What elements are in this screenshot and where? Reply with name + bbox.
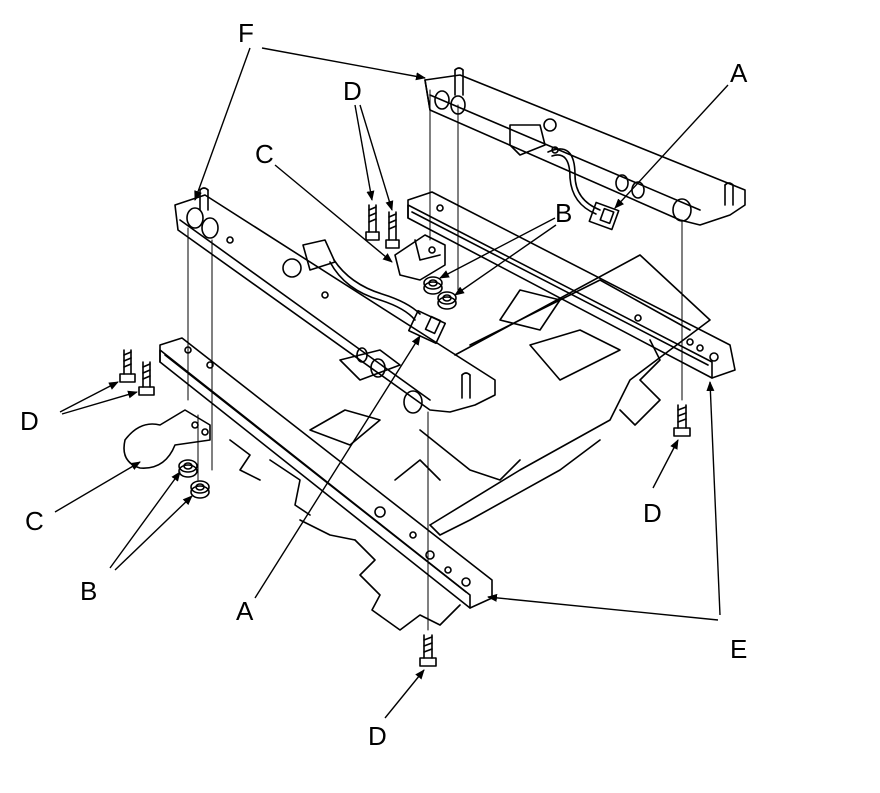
seat-frame [229, 254, 711, 631]
label-d-bottom: D [368, 721, 387, 751]
harness-lower [329, 259, 447, 345]
upper-rail-left [174, 187, 496, 414]
lower-rail-right [407, 191, 736, 379]
bolt-icon [138, 361, 155, 396]
bolt-icon [673, 404, 691, 437]
bolt-icon [385, 211, 400, 249]
upper-rail-right [424, 67, 746, 226]
label-d-right: D [643, 498, 662, 528]
bracket-c-upper [394, 234, 446, 281]
nut-icon [178, 459, 198, 478]
nuts-b [178, 276, 457, 499]
bolts-d [119, 204, 691, 667]
label-f: F [238, 18, 254, 48]
bolt-icon [419, 634, 437, 667]
label-b-left: B [80, 576, 97, 606]
callout-labels: F A D C B D C B A D E D [20, 18, 748, 751]
leader-lines [54, 47, 729, 719]
harness-upper [547, 148, 620, 231]
label-d-top: D [343, 76, 362, 106]
lower-rail-left [159, 337, 493, 609]
label-b-top: B [555, 198, 572, 228]
label-e: E [730, 634, 747, 664]
label-d-left: D [20, 406, 39, 436]
nut-icon [423, 276, 443, 295]
alignment-lines [187, 89, 683, 631]
nut-icon [437, 291, 457, 310]
label-a-bottom: A [236, 596, 254, 626]
label-a-top: A [730, 58, 748, 88]
bolt-icon [119, 349, 136, 383]
label-c-left: C [25, 506, 44, 536]
bracket-c-lower [123, 409, 211, 469]
label-c-top: C [255, 139, 274, 169]
bolt-icon [365, 204, 380, 241]
nut-icon [190, 480, 210, 499]
